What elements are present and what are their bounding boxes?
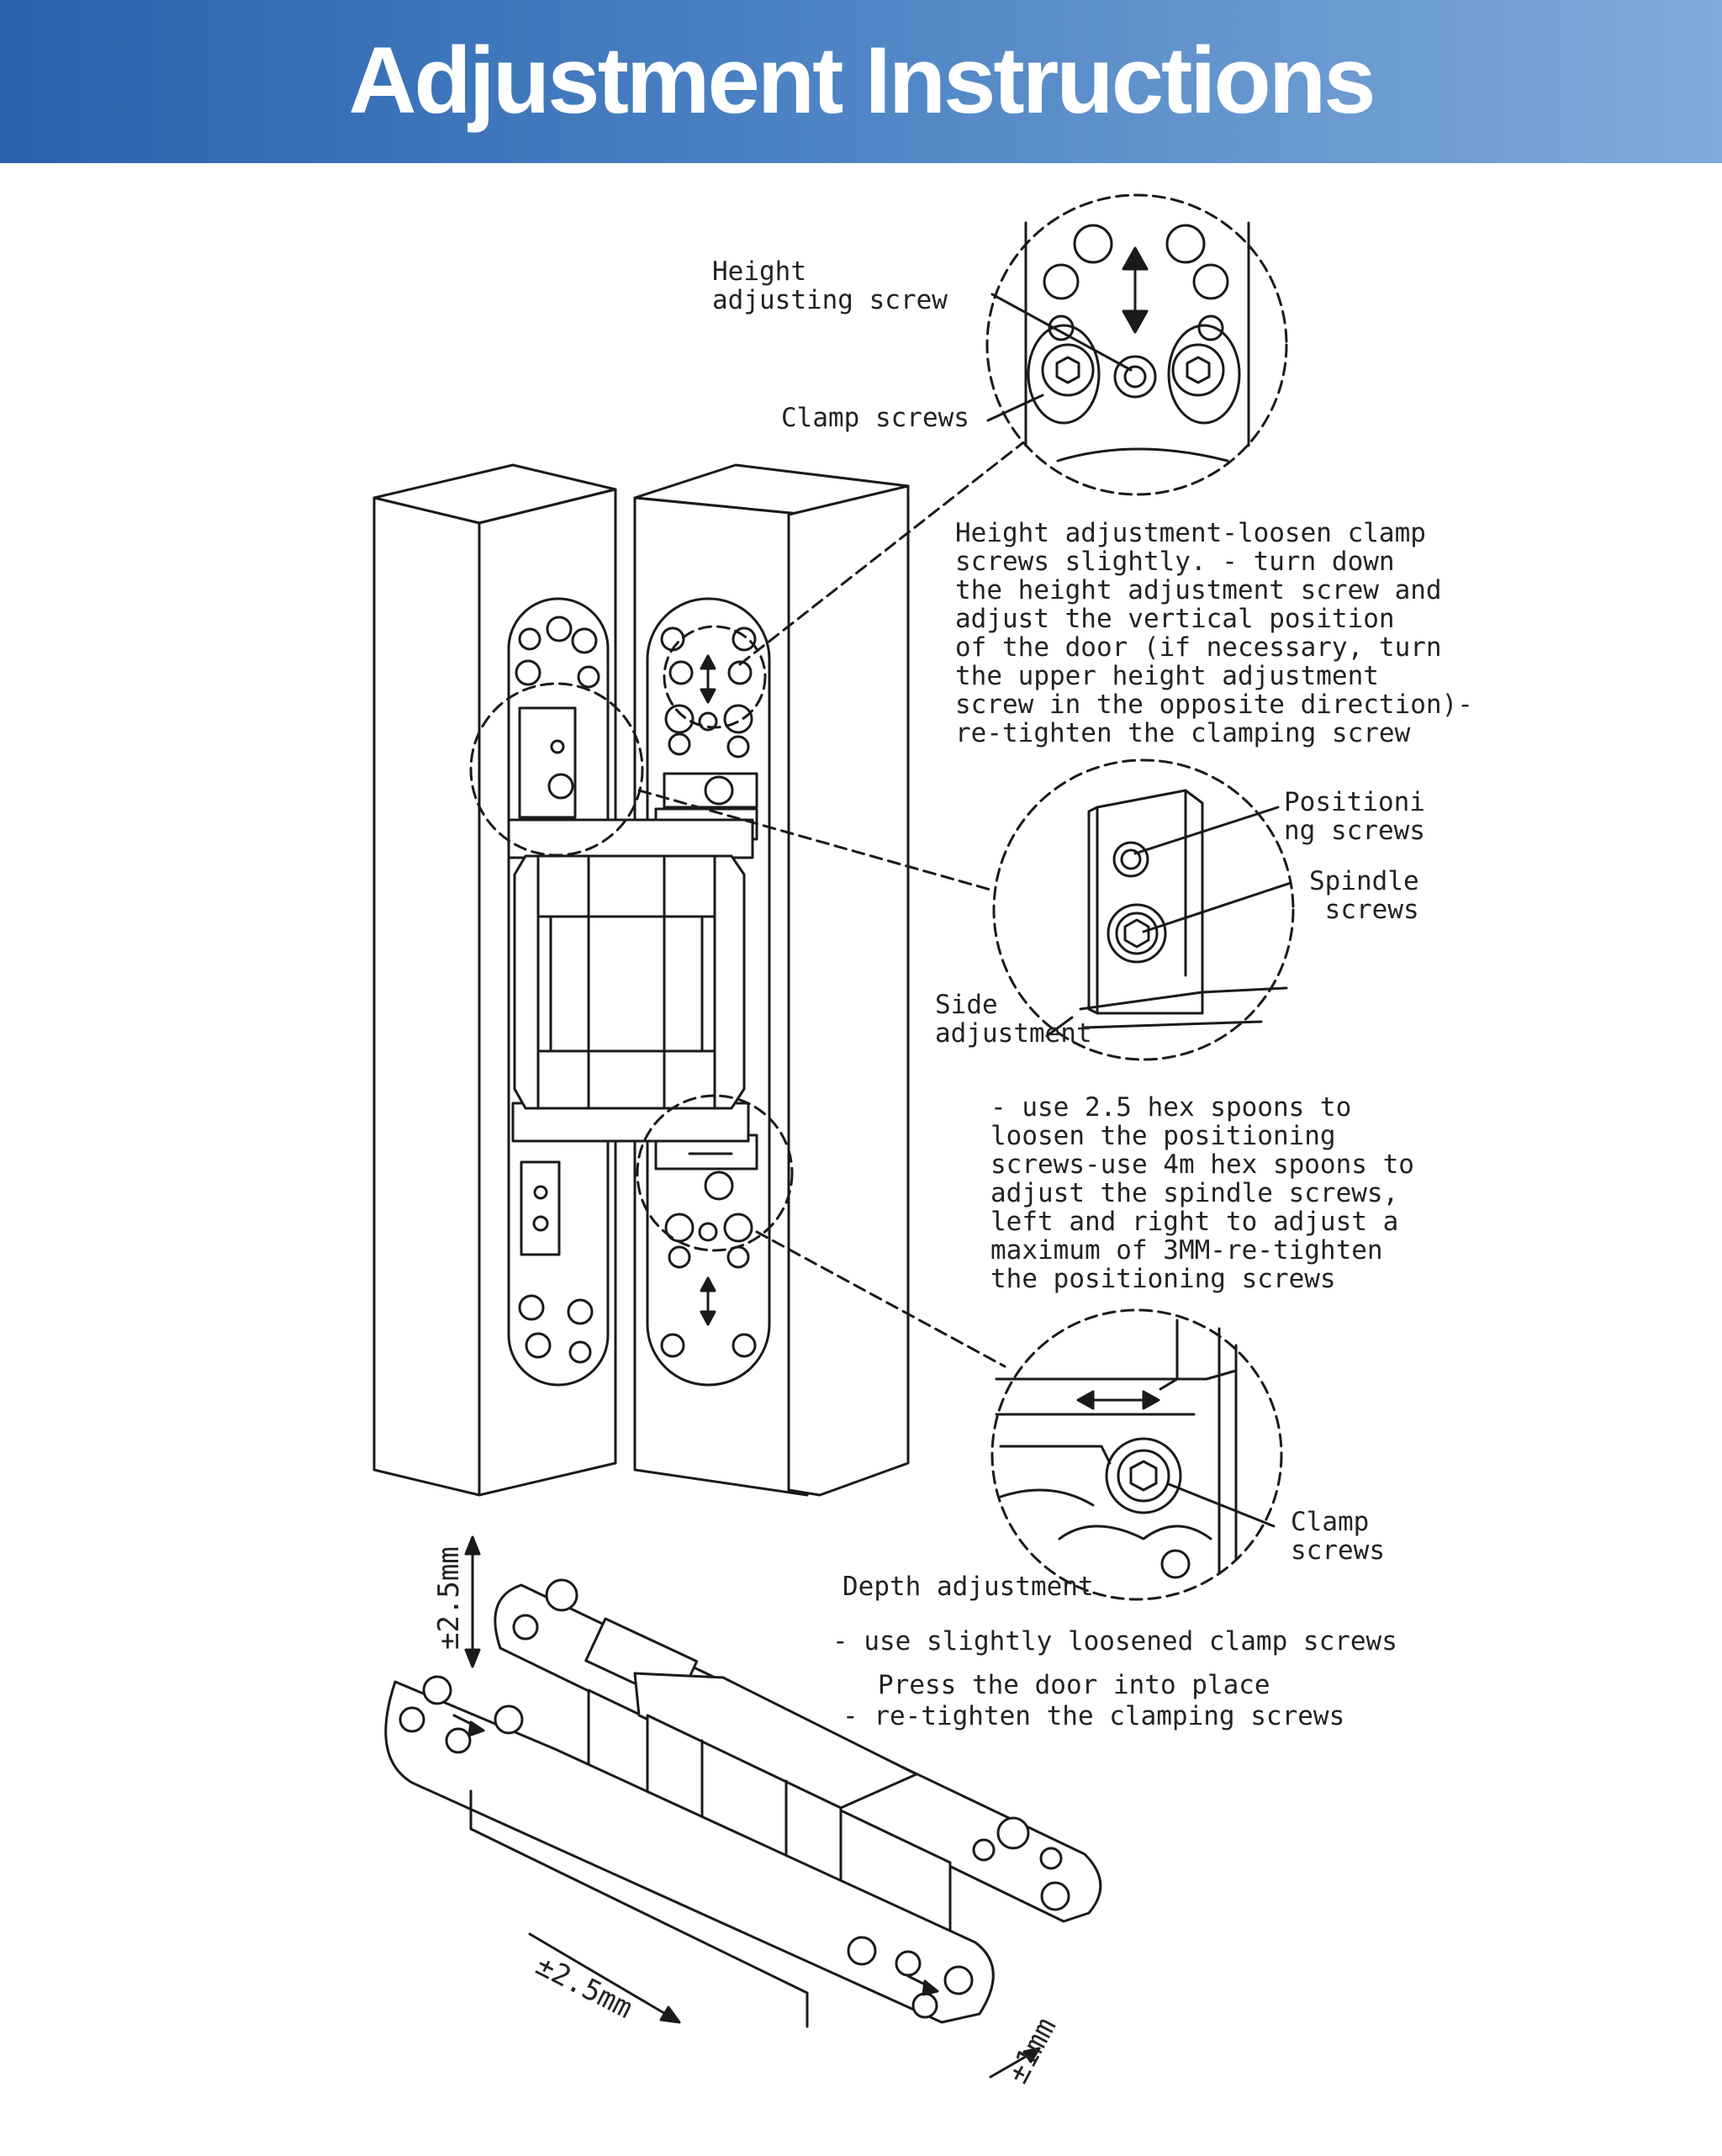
dim-horizontal-label: ±2.5mm xyxy=(531,1948,638,2025)
title-banner: Adjustment Instructions xyxy=(0,0,1722,163)
page-title: Adjustment Instructions xyxy=(348,28,1376,133)
side-callout-circle xyxy=(469,682,644,857)
depth-instruction-1: - use slightly loosened clamp screws xyxy=(832,1626,1397,1657)
clamp-screws-top-label: Clamp screws xyxy=(781,403,969,433)
hinge-knuckle xyxy=(507,818,754,1143)
side-adjustment-label: Side adjustment xyxy=(935,990,1092,1049)
hinge-diagram: ±2.5mm ±2.5mm ±1mm xyxy=(0,163,1722,2153)
hinge-drawing: ±2.5mm ±2.5mm ±1mm xyxy=(372,193,1295,2089)
zoom-side-adjust xyxy=(992,758,1295,1061)
height-callout-circle xyxy=(663,625,767,729)
depth-instruction-3: - re-tighten the clamping screws xyxy=(843,1701,1345,1731)
spindle-screws-label: Spindle screws xyxy=(1309,866,1419,925)
depth-adjustment-label: Depth adjustment xyxy=(843,1572,1094,1602)
iso-hinge xyxy=(384,1578,1102,2028)
zoom-height-adjust xyxy=(985,193,1288,496)
height-screw-label: Height adjusting screw xyxy=(712,256,948,315)
height-adjustment-instructions: Height adjustment-loosen clamp screws sl… xyxy=(955,518,1473,748)
dimension-arrows xyxy=(464,1535,1041,2079)
zoom-depth-clamp xyxy=(990,1308,1283,1601)
side-adjustment-instructions: - use 2.5 hex spoons to loosen the posit… xyxy=(990,1092,1414,1294)
clamp-screws-bottom-label: Clamp screws xyxy=(1291,1507,1385,1566)
depth-instruction-2: Press the door into place xyxy=(878,1670,1270,1700)
positioning-screws-label: Positioni ng screws xyxy=(1284,787,1425,846)
dim-depth-label: ±1mm xyxy=(1001,2012,1064,2089)
dim-vertical-label: ±2.5mm xyxy=(432,1546,466,1650)
depth-callout-circle xyxy=(636,1094,794,1252)
